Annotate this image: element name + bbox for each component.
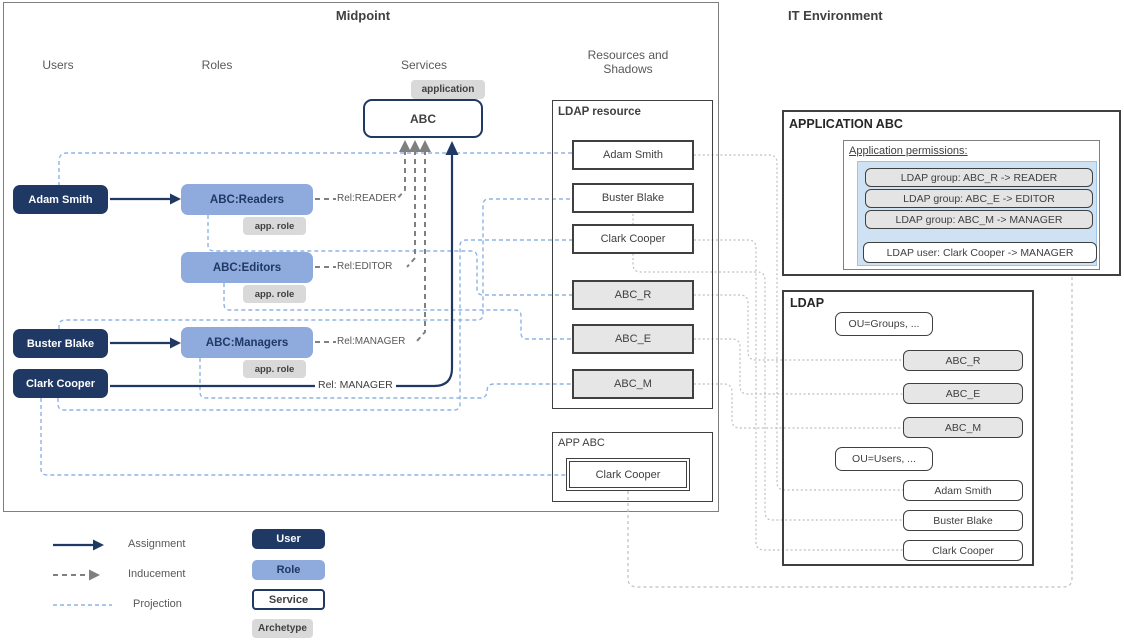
app-abc-resource-box: [552, 432, 713, 502]
legend-inducement-arrowhead: [89, 569, 100, 581]
projection-readers: [207, 215, 572, 296]
ldap-user-buster-blake: Buster Blake: [903, 510, 1023, 531]
projection-clark-app: [40, 398, 566, 476]
projection-managers: [199, 358, 572, 399]
inducement-arrowhead: [409, 140, 421, 152]
resources-header-line1: Resources and: [587, 48, 669, 62]
user-node-adam-smith: Adam Smith: [13, 185, 108, 214]
legend-label-assignment: Assignment: [128, 538, 186, 550]
assignment-arrowhead: [445, 141, 459, 155]
inducement-arrowhead: [399, 140, 411, 152]
column-header-services: Services: [400, 58, 447, 72]
archetype-tag-app-role-editors: app. role: [243, 285, 306, 303]
ldap-resource-box: [552, 100, 713, 409]
role-node-abc-editors: ABC:Editors: [181, 252, 313, 283]
shadow-account-adam-smith: Adam Smith: [572, 140, 694, 170]
shadow-group-abc-r: ABC_R: [572, 280, 694, 310]
application-permissions-title: Application permissions:: [849, 145, 968, 157]
user-node-buster-blake: Buster Blake: [13, 329, 108, 358]
connector-adam-ldap: [694, 154, 903, 491]
rel-label-manager: Rel:MANAGER: [337, 336, 406, 347]
projection-adam: [58, 152, 572, 186]
column-header-roles: Roles: [201, 58, 233, 72]
assignment-clark-abc: [110, 154, 454, 388]
midpoint-title: Midpoint: [335, 8, 391, 23]
inducement-editor: [315, 150, 416, 268]
shadow-account-app-clark-cooper: Clark Cooper: [566, 458, 690, 491]
ldap-group-abc-r: ABC_R: [903, 350, 1023, 371]
permission-group-editor: LDAP group: ABC_E -> EDITOR: [865, 189, 1093, 208]
ldap-group-abc-m: ABC_M: [903, 417, 1023, 438]
archetype-tag-application: application: [411, 80, 485, 99]
legend-swatch-role: Role: [252, 560, 325, 580]
column-header-users: Users: [42, 58, 74, 72]
user-node-clark-cooper: Clark Cooper: [13, 369, 108, 398]
legend-label-inducement: Inducement: [128, 568, 186, 580]
role-node-abc-managers: ABC:Managers: [181, 327, 313, 358]
rel-label-reader: Rel:READER: [337, 193, 397, 204]
inducement-arrowhead: [419, 140, 431, 152]
rel-label-editor: Rel:EDITOR: [337, 261, 393, 272]
ldap-title: LDAP: [790, 296, 825, 310]
shadow-group-abc-m: ABC_M: [572, 369, 694, 399]
permission-group-manager: LDAP group: ABC_M -> MANAGER: [865, 210, 1093, 229]
archetype-tag-app-role-readers: app. role: [243, 217, 306, 235]
archetype-tag-app-role-managers: app. role: [243, 360, 306, 378]
column-header-resources: Resources and Shadows: [558, 48, 698, 76]
app-abc-resource-title: APP ABC: [558, 437, 605, 449]
connector-abce-ldap: [694, 338, 903, 395]
inducement-manager: [315, 150, 426, 343]
legend-label-projection: Projection: [133, 598, 182, 610]
connector-abcm-ldap: [694, 383, 903, 429]
ldap-ou-users: OU=Users, ...: [835, 447, 933, 471]
midpoint-zone-box: [3, 2, 719, 512]
ldap-user-clark-cooper: Clark Cooper: [903, 540, 1023, 561]
shadow-account-clark-cooper: Clark Cooper: [572, 224, 694, 254]
projection-buster: [58, 198, 572, 329]
legend-swatch-service: Service: [252, 589, 325, 610]
role-node-abc-readers: ABC:Readers: [181, 184, 313, 215]
connector-appclark-permission: [627, 263, 1073, 588]
permission-group-reader: LDAP group: ABC_R -> READER: [865, 168, 1093, 187]
assignment-arrowhead: [170, 337, 181, 349]
ldap-ou-groups: OU=Groups, ...: [835, 312, 933, 336]
inducement-reader: [315, 150, 406, 200]
permission-user-clark-manager: LDAP user: Clark Cooper -> MANAGER: [863, 242, 1097, 263]
projection-clark-ldap: [57, 239, 572, 411]
ldap-box: [782, 290, 1034, 566]
rel-label-assignment-manager: Rel: MANAGER: [315, 379, 396, 391]
application-abc-title: APPLICATION ABC: [789, 117, 903, 131]
assignment-arrowhead: [170, 193, 181, 205]
legend-swatch-archetype: Archetype: [252, 619, 313, 638]
legend-swatch-user: User: [252, 529, 325, 549]
shadow-group-abc-e: ABC_E: [572, 324, 694, 354]
it-environment-title: IT Environment: [788, 8, 883, 23]
connector-abcr-ldap: [694, 294, 903, 361]
service-node-abc: ABC: [363, 99, 483, 138]
connector-buster-ldap: [632, 214, 903, 521]
ldap-resource-title: LDAP resource: [558, 106, 641, 118]
connector-clark-ldap: [694, 239, 903, 551]
shadow-account-buster-blake: Buster Blake: [572, 183, 694, 213]
resources-header-line2: Shadows: [603, 62, 653, 76]
ldap-user-adam-smith: Adam Smith: [903, 480, 1023, 501]
ldap-group-abc-e: ABC_E: [903, 383, 1023, 404]
legend-assignment-arrowhead: [93, 539, 104, 551]
